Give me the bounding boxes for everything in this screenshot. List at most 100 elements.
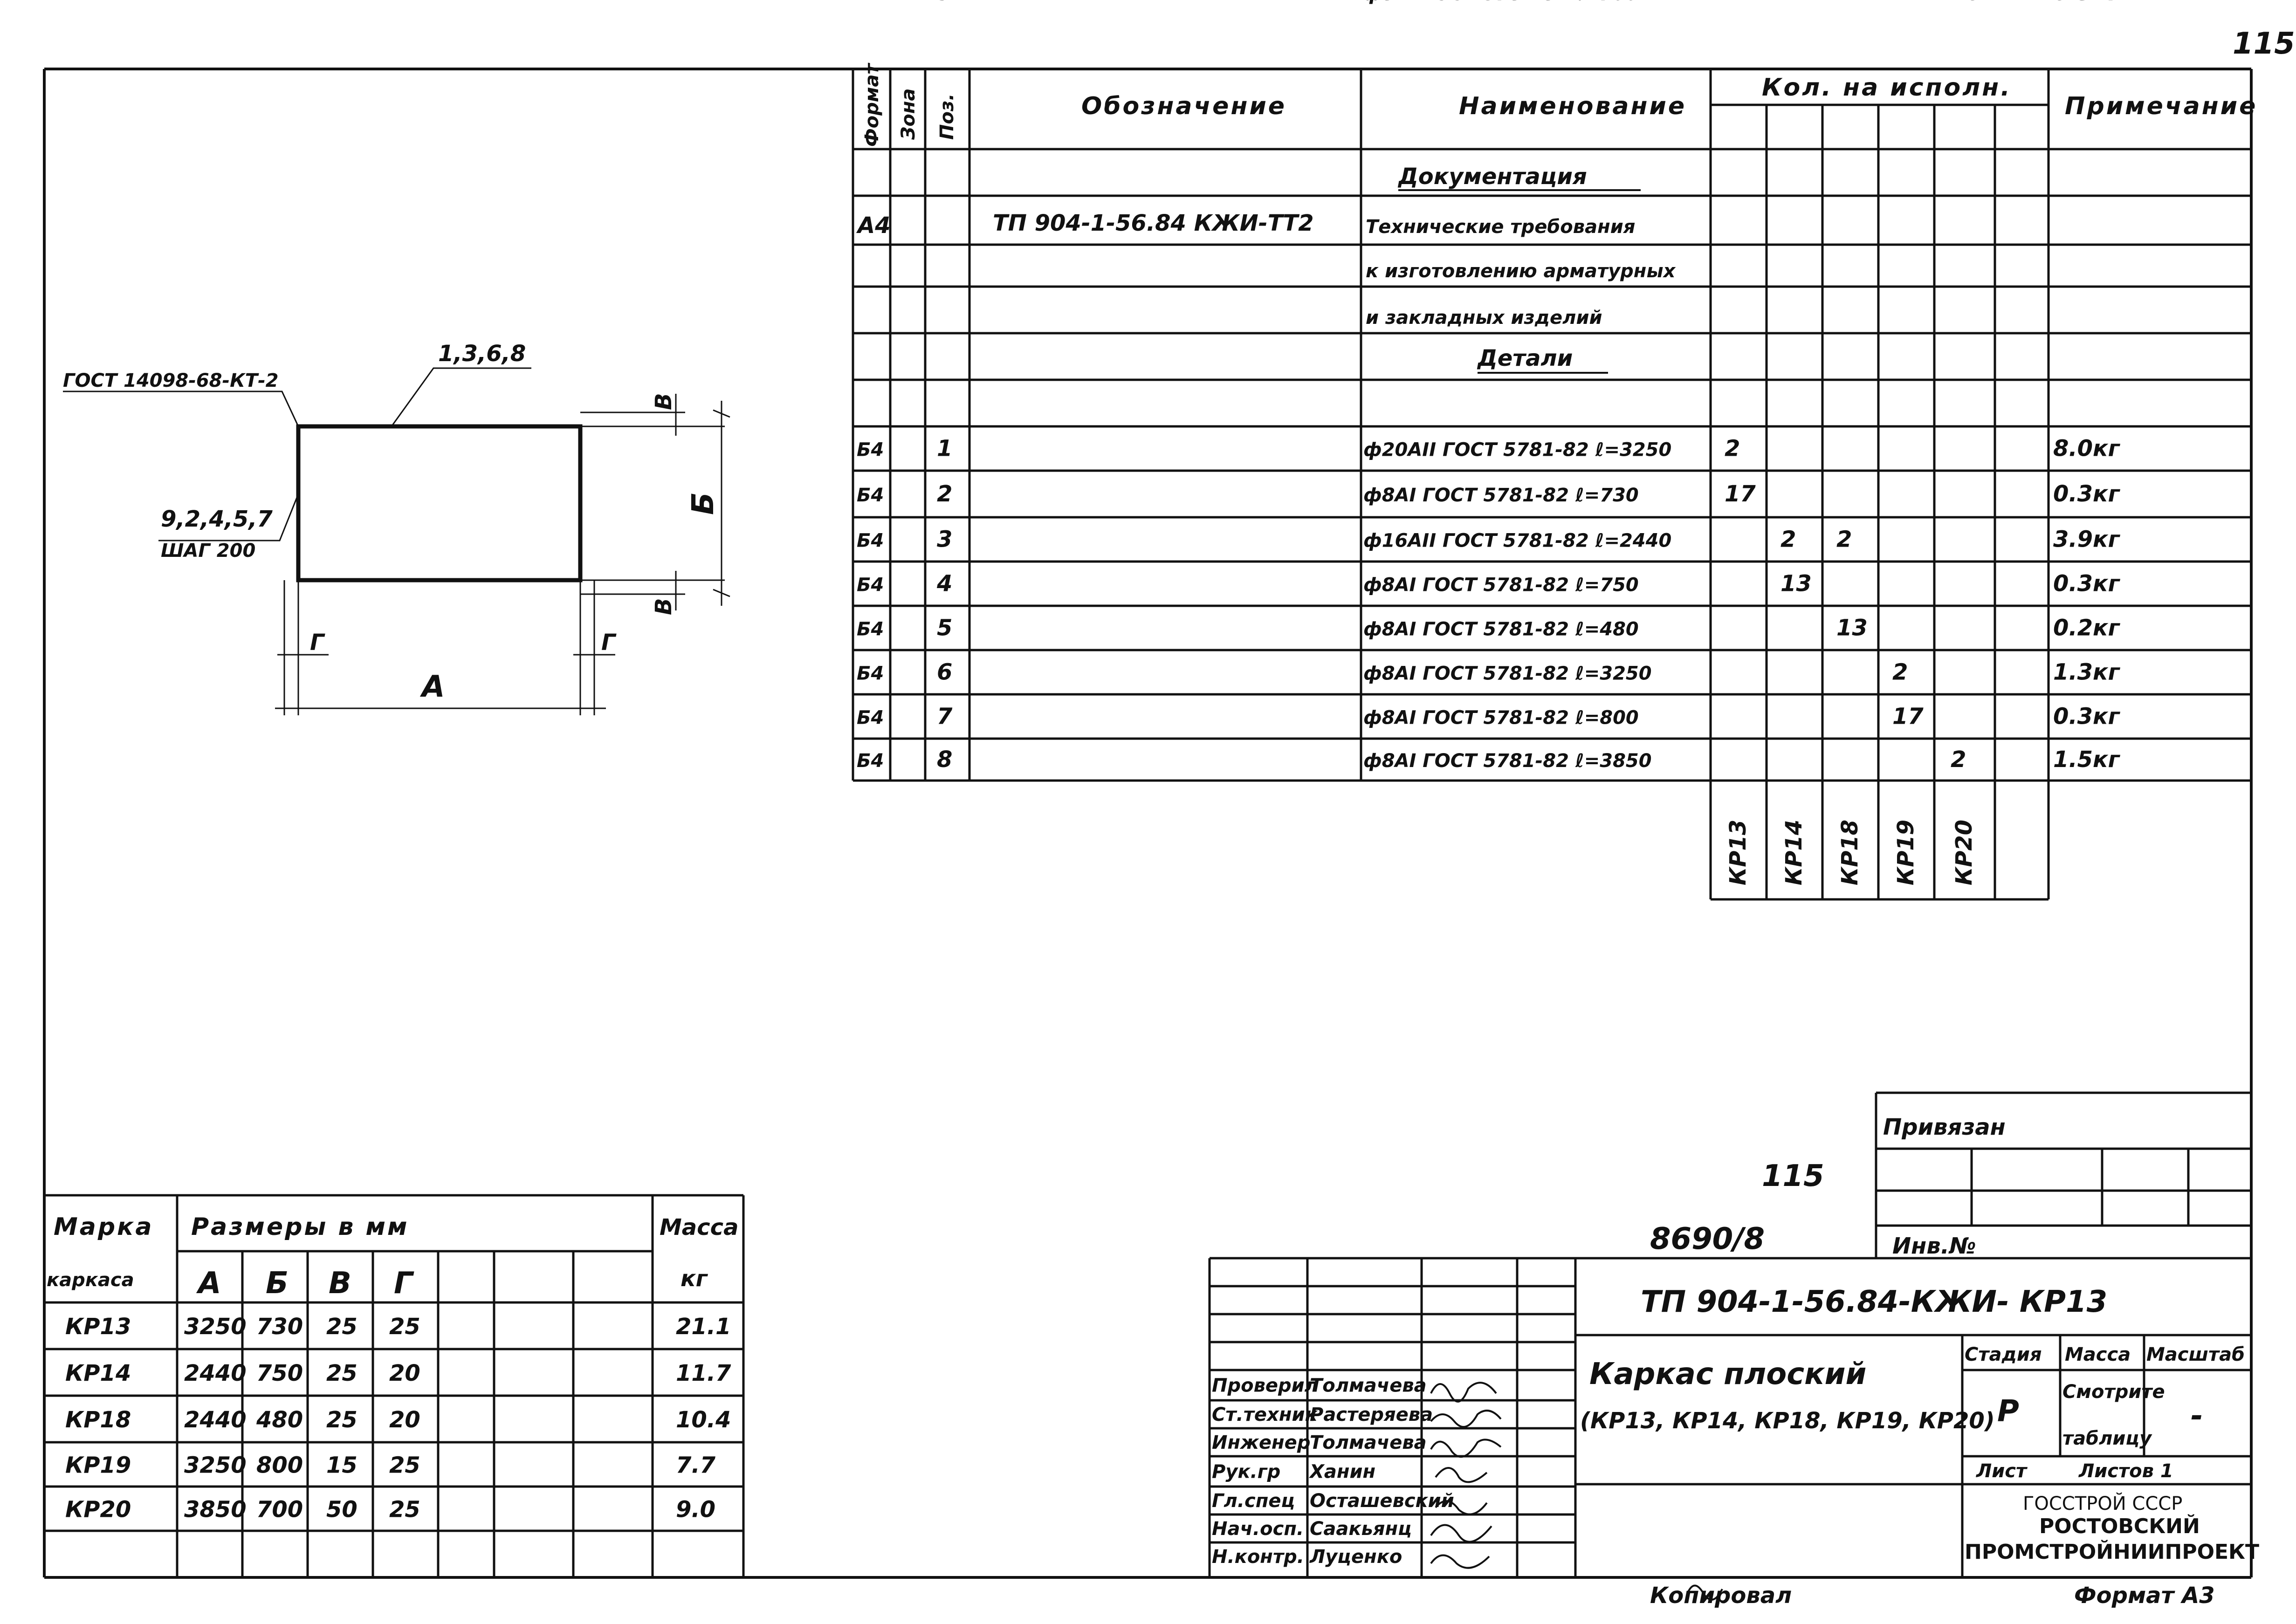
dims-row-g: 25 bbox=[389, 1497, 420, 1523]
variant-label: КР14 bbox=[1781, 820, 1807, 885]
stamp-person-name: Ханин bbox=[1308, 1461, 1375, 1483]
signatures bbox=[1430, 1382, 1723, 1601]
gost-label: ГОСТ 14098-68-КТ-2 bbox=[63, 370, 279, 391]
spec-row-name: ф8АI ГОСТ 5781-82 ℓ=750 bbox=[1363, 575, 1639, 596]
dim-a-label: А bbox=[419, 670, 445, 704]
spec-row-format: Б4 bbox=[857, 663, 884, 685]
dims-h-sizes: Размеры в мм bbox=[191, 1213, 409, 1241]
stamp-mass-1: Смотрите bbox=[2062, 1381, 2165, 1403]
stamp-person-name: Растеряева bbox=[1310, 1404, 1433, 1425]
spec-row-note: 0.3кг bbox=[2053, 481, 2121, 507]
spec-row-name: ф8АI ГОСТ 5781-82 ℓ=3250 bbox=[1363, 663, 1652, 685]
stamp-person-role: Н.контр. bbox=[1212, 1546, 1304, 1568]
stamp-sheets-h: Листов 1 bbox=[2078, 1460, 2173, 1482]
frame-rectangle bbox=[296, 424, 583, 582]
stamp-inv: Инв.№ bbox=[1892, 1233, 1976, 1259]
spec-row-format: Б4 bbox=[857, 0, 884, 5]
step-label: ШАГ 200 bbox=[161, 540, 255, 562]
dims-h-mark: Марка bbox=[54, 1213, 153, 1241]
dims-row-b: 750 bbox=[256, 1360, 303, 1386]
dims-row-v: 50 bbox=[326, 1497, 357, 1523]
spec-row-qty: 20 bbox=[1951, 0, 1982, 6]
hdr-note: Примечание bbox=[2065, 92, 2257, 120]
top-bar-label: 1,3,6,8 bbox=[438, 341, 526, 367]
stamp-person-name: Луценко bbox=[1309, 1546, 1402, 1568]
stamp-title-2: (КР13, КР14, КР18, КР19, КР20) bbox=[1580, 1408, 1995, 1434]
doc-designation: ТП 904-1-56.84 КЖИ-ТТ2 bbox=[993, 210, 1314, 236]
doc-name-line-2: к изготовлению арматурных bbox=[1366, 260, 1676, 282]
spec-row-qty: 2 bbox=[1780, 527, 1796, 553]
dim-v-bottom-label: В bbox=[651, 598, 677, 615]
spec-row-pos: 9 bbox=[937, 0, 952, 6]
spec-row-pos: 2 bbox=[937, 481, 952, 507]
hdr-qty: Кол. на исполн. bbox=[1762, 74, 2012, 102]
spec-row-format: Б4 bbox=[857, 575, 884, 596]
spec-row-format: Б4 bbox=[857, 707, 884, 729]
stamp-org-1: ГОССТРОЙ СССР bbox=[2023, 1492, 2182, 1514]
sheet-frame bbox=[43, 68, 2253, 1579]
hdr-pos: Поз. bbox=[936, 94, 958, 140]
spec-row-note: 0.3кг bbox=[2053, 0, 2121, 6]
spec-row-note: 0.2кг bbox=[2053, 615, 2121, 641]
doc-name-line-1: Технические требования bbox=[1366, 216, 1635, 238]
dim-g-left-label: Г bbox=[310, 630, 325, 656]
dims-col-v: В bbox=[329, 1266, 351, 1301]
spec-row-qty: 2 bbox=[1725, 436, 1740, 462]
spec-row-qty: 13 bbox=[1836, 615, 1868, 641]
stamp-org-3: ПРОМСТРОЙНИИПРОЕКТ bbox=[1965, 1539, 2259, 1564]
section-parts: Детали bbox=[1477, 345, 1573, 371]
dims-col-b: Б bbox=[266, 1266, 289, 1301]
stamp-people: ПроверилТолмачеваСт.техникРастеряеваИнже… bbox=[1212, 1375, 1454, 1568]
dims-row-mass: 7.7 bbox=[676, 1453, 716, 1479]
stamp-person-name: Осташевский bbox=[1310, 1490, 1454, 1512]
hdr-format: Формат bbox=[861, 62, 883, 147]
section-docs: Документация bbox=[1397, 164, 1587, 190]
dims-row-v: 15 bbox=[326, 1453, 357, 1479]
spec-row-note: 1.5кг bbox=[2053, 747, 2121, 773]
doc-format: А4 bbox=[856, 212, 891, 239]
variant-label: КР13 bbox=[1725, 820, 1751, 885]
spec-row-pos: 8 bbox=[937, 747, 952, 773]
spec-row-note: 1.3кг bbox=[2053, 659, 2121, 685]
dim-g-right-label: Г bbox=[601, 630, 617, 656]
stamp-stage: Р bbox=[1997, 1394, 2019, 1429]
dims-row-mass: 11.7 bbox=[676, 1360, 731, 1386]
doc-name-line-3: и закладных изделий bbox=[1366, 307, 1602, 329]
variant-label: КР18 bbox=[1837, 820, 1863, 885]
spec-row-note: 8.0кг bbox=[2053, 436, 2121, 462]
dims-row-mass: 21.1 bbox=[676, 1314, 731, 1340]
dims-row-v: 25 bbox=[326, 1314, 357, 1340]
dims-row-g: 20 bbox=[389, 1407, 420, 1433]
dims-row-a: 3850 bbox=[184, 1497, 247, 1523]
frame-drawing bbox=[63, 367, 730, 715]
variant-label: КР19 bbox=[1893, 820, 1919, 885]
hdr-zone: Зона bbox=[898, 88, 919, 140]
stamp-person-role: Нач.осп. bbox=[1212, 1518, 1304, 1540]
dims-row-a: 3250 bbox=[184, 1453, 247, 1479]
dims-row-g: 25 bbox=[389, 1453, 420, 1479]
stamp-person-role: Рук.гр bbox=[1212, 1461, 1280, 1483]
stamp-sheet-h: Лист bbox=[1976, 1460, 2028, 1482]
spec-row-pos: 7 bbox=[937, 704, 953, 730]
stamp-grid bbox=[1208, 1091, 2251, 1577]
hdr-name: Наименование bbox=[1459, 92, 1686, 120]
spec-row-pos: 5 bbox=[937, 615, 952, 641]
dims-row-g: 25 bbox=[389, 1314, 420, 1340]
stamp-scale: - bbox=[2191, 1399, 2203, 1433]
stamp-bound: Привязан bbox=[1883, 1114, 2006, 1140]
dims-row-b: 730 bbox=[256, 1314, 303, 1340]
spec-row-format: Б4 bbox=[857, 485, 884, 506]
dims-row-b: 800 bbox=[256, 1453, 303, 1479]
dims-row-a: 3250 bbox=[184, 1314, 247, 1340]
dims-row-v: 25 bbox=[326, 1407, 357, 1433]
stamp-person-role: Гл.спец bbox=[1212, 1490, 1295, 1512]
dims-row-mark: КР18 bbox=[65, 1407, 131, 1433]
dims-table-grid bbox=[44, 1194, 745, 1577]
spec-row-name: ф8АI ГОСТ 5781-82 ℓ=700 bbox=[1363, 0, 1639, 5]
spec-row-qty: 17 bbox=[1725, 481, 1756, 507]
spec-row-name: ф8АI ГОСТ 5781-82 ℓ=480 bbox=[1363, 619, 1639, 640]
spec-row-format: Б4 bbox=[857, 750, 884, 772]
dims-row-mass: 9.0 bbox=[676, 1497, 715, 1523]
